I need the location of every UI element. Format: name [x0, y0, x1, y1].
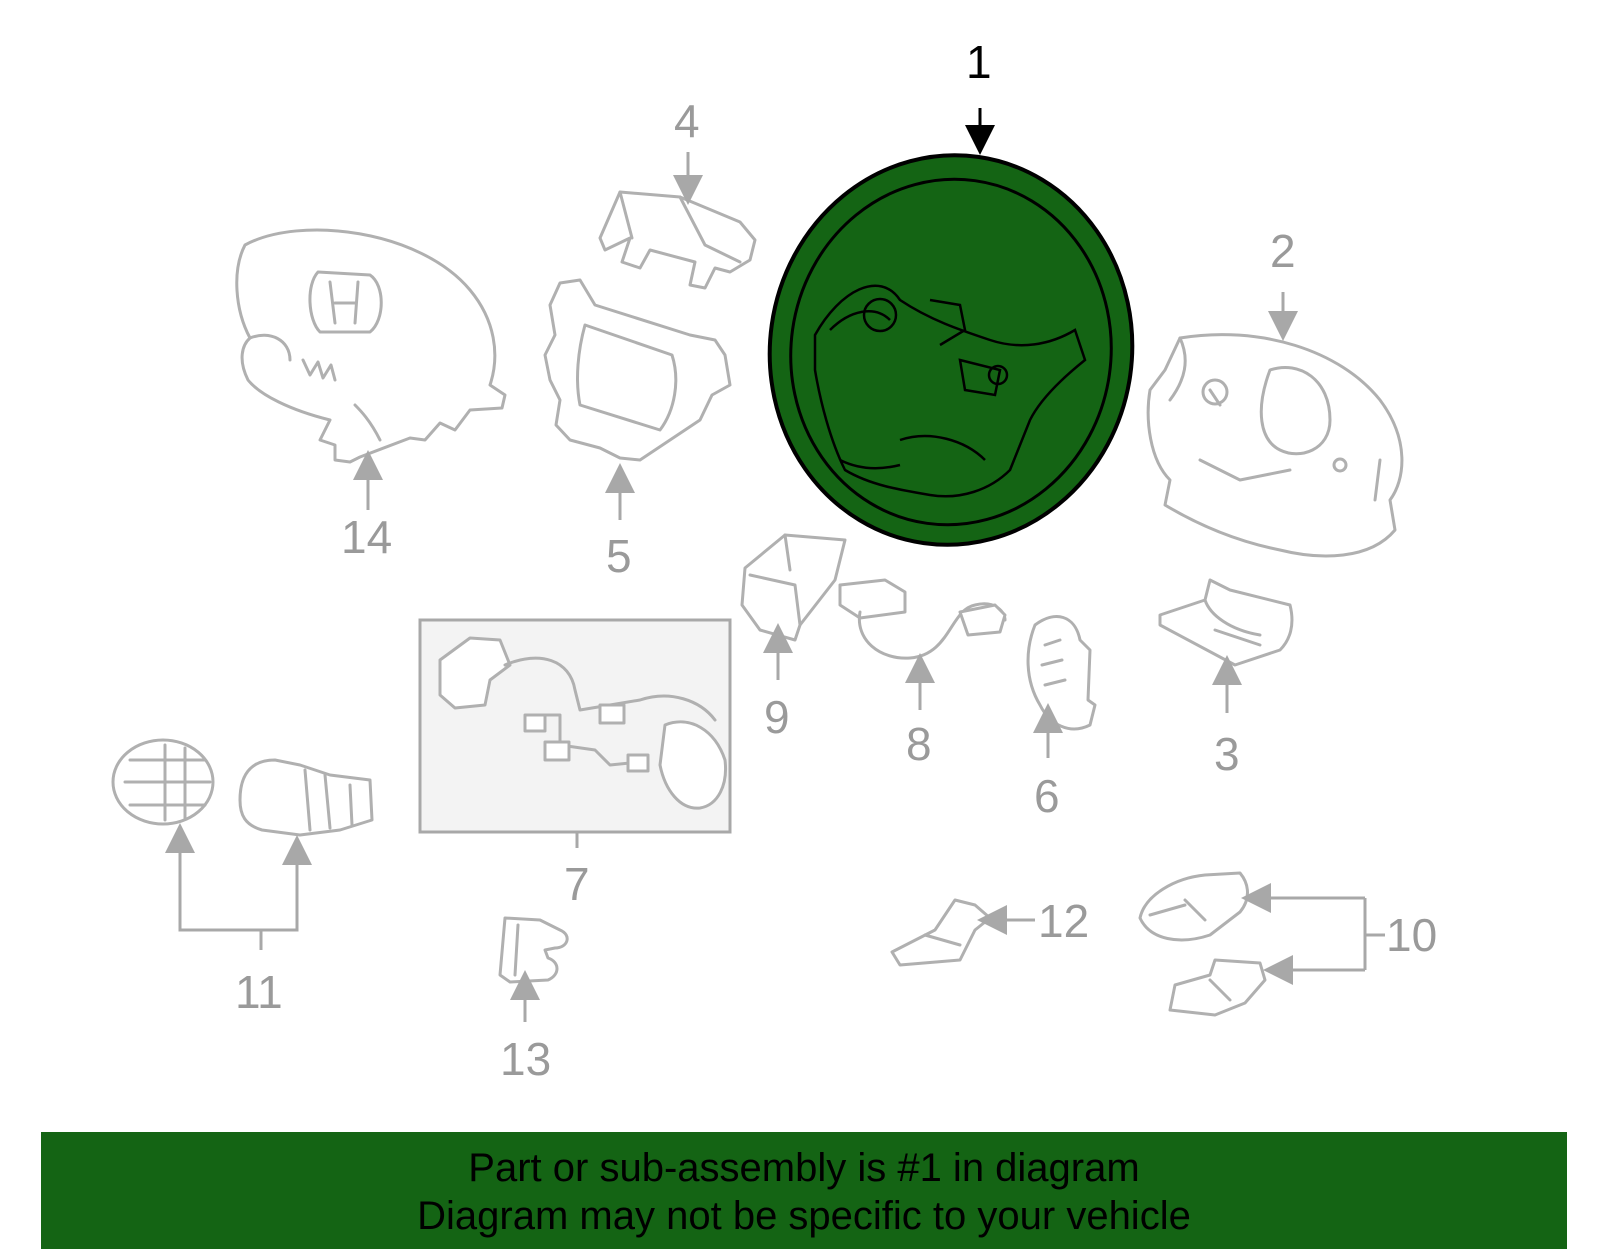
callout-4: 4: [674, 95, 700, 147]
part-8[interactable]: [838, 578, 1007, 660]
part-5[interactable]: [543, 278, 732, 462]
callout-12: 12: [1038, 895, 1089, 947]
callout-1: 1: [966, 36, 992, 88]
part-11[interactable]: [111, 738, 374, 837]
part-7[interactable]: [438, 636, 728, 810]
info-banner: Part or sub-assembly is #1 in diagram Di…: [41, 1132, 1567, 1249]
part-13[interactable]: [498, 916, 569, 984]
part-9[interactable]: [740, 533, 847, 642]
part-14[interactable]: [235, 228, 507, 464]
callout-3: 3: [1214, 728, 1240, 780]
callout-10: 10: [1386, 909, 1437, 961]
callout-2: 2: [1270, 225, 1296, 277]
callout-5: 5: [606, 530, 632, 582]
callout-8: 8: [906, 718, 932, 770]
part-2[interactable]: [1146, 333, 1404, 558]
callout-13: 13: [500, 1033, 551, 1085]
part-10[interactable]: [1138, 871, 1267, 1017]
callout-11: 11: [235, 966, 283, 1018]
part-3[interactable]: [1158, 578, 1294, 667]
banner-line-2: Diagram may not be specific to your vehi…: [417, 1194, 1191, 1238]
part-4[interactable]: [598, 190, 757, 290]
leader-10-vertical: [1363, 898, 1385, 970]
callout-6: 6: [1034, 770, 1060, 822]
callout-7: 7: [564, 858, 590, 910]
banner-line-1: Part or sub-assembly is #1 in diagram: [468, 1146, 1140, 1190]
callout-9: 9: [764, 691, 790, 743]
leader-11-bracket: [178, 835, 299, 932]
steering-wheel-part-1[interactable]: [745, 132, 1158, 569]
part-12[interactable]: [890, 898, 992, 967]
callout-14: 14: [341, 511, 392, 563]
part-6[interactable]: [1026, 615, 1097, 731]
